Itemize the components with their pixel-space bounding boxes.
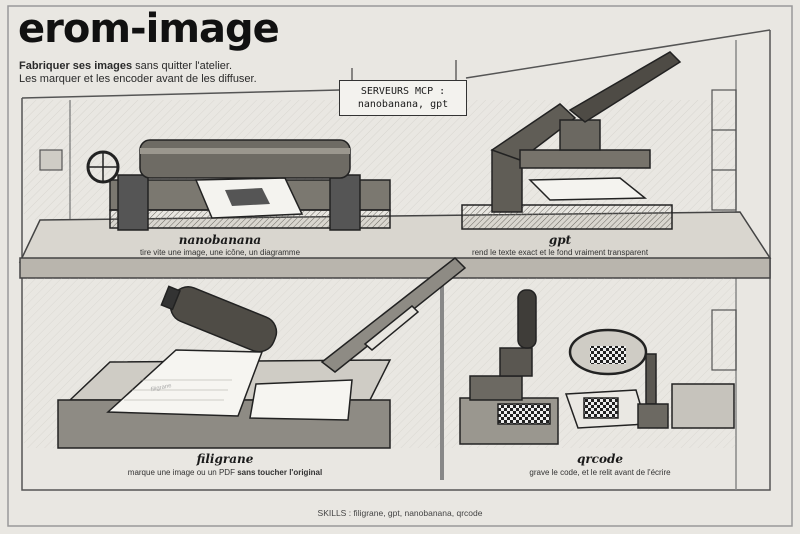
sign-servers: nanobanana, gpt	[357, 99, 449, 110]
sign-heading: SERVEURS MCP :	[360, 86, 446, 97]
gpt-title: gpt	[548, 233, 572, 247]
stamp-and-magnifier-icon	[459, 289, 735, 445]
tagline-line-2: Les marquer et les encoder avant de les …	[19, 73, 257, 85]
sign-chains	[351, 60, 457, 82]
app-title: erom-image	[18, 6, 280, 52]
tagline-rest: sans quitter l'atelier.	[132, 60, 233, 72]
filigrane-desc: marque une image ou un PDF sans toucher …	[95, 468, 355, 477]
nanobanana-title: nanobanana	[178, 233, 262, 247]
filigrane-title: filigrane	[196, 452, 254, 466]
roller-stamp-icon	[57, 257, 467, 449]
gpt-desc: rend le texte exact et le fond vraiment …	[471, 248, 649, 257]
tagline-bold: Fabriquer ses images	[19, 60, 133, 72]
tagline: Fabriquer ses images sans quitter l'atel…	[19, 60, 319, 86]
side-shelves	[39, 89, 737, 371]
skills-footer: SKILLS : filigrane, gpt, nanobanana, qrc…	[317, 508, 483, 518]
filigrane-desc-bold: sans toucher l'original	[237, 468, 323, 477]
rolling-press-icon	[86, 139, 391, 231]
qrcode-desc: grave le code, et le relit avant de l'éc…	[529, 468, 671, 477]
qrcode-title: qrcode	[576, 452, 624, 466]
filigrane-desc-text: marque une image ou un PDF	[127, 468, 238, 477]
nanobanana-desc: tire vite une image, une icône, un diagr…	[139, 248, 301, 257]
lever-press-icon	[461, 51, 682, 230]
mcp-servers-sign: SERVEURS MCP : nanobanana, gpt	[339, 80, 467, 116]
tagline-line-1: Fabriquer ses images sans quitter l'atel…	[19, 60, 319, 73]
